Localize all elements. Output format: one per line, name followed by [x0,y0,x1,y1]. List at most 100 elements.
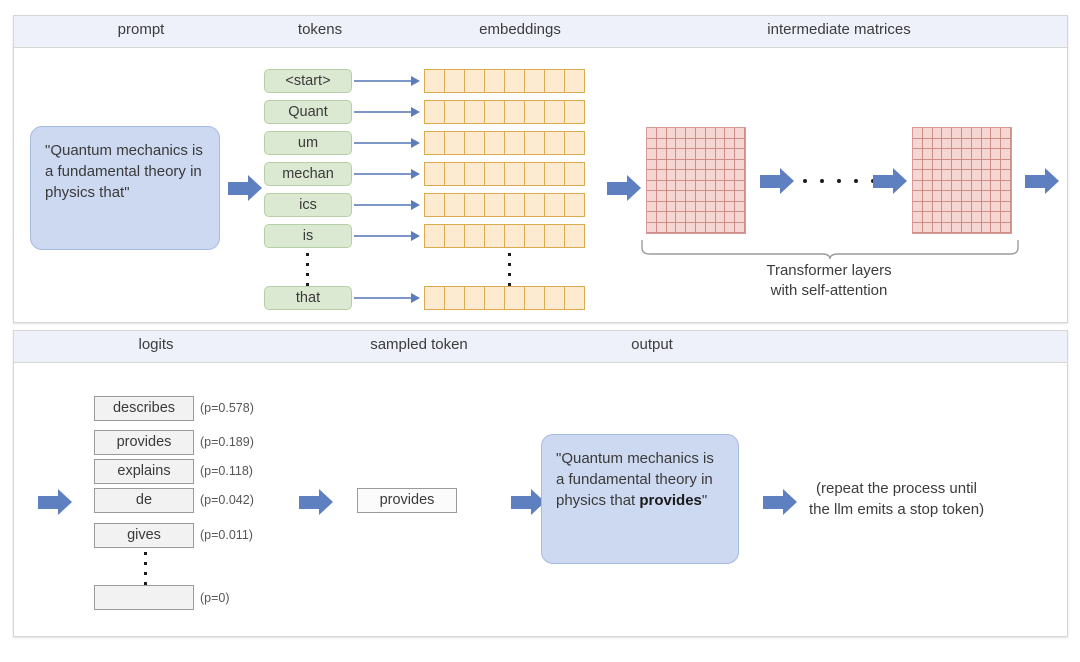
embedding-cell [424,224,445,248]
matrix-cell [735,159,745,170]
embedding-cell [564,286,585,310]
matrix-cell [686,180,696,191]
matrix-cell [666,170,677,181]
embedding-cell [504,162,525,186]
matrix-cell [735,180,745,191]
matrix-cell [686,222,696,233]
matrix-cell [922,191,933,202]
arrow-token-3-to-embedding [354,169,420,179]
matrix-cell [676,128,687,139]
token-pill-0: <start> [264,69,352,93]
matrix-cell [696,128,706,139]
matrix-cell [981,149,992,160]
embedding-cell [484,131,505,155]
matrix-cell [922,170,933,181]
token-pill-4: ics [264,193,352,217]
matrix-cell [647,128,657,139]
matrix-cell [656,128,667,139]
matrix-cell [913,149,923,160]
matrix-cell [971,222,982,233]
logits-ellipsis-dots [144,552,147,585]
matrix-cell [725,170,736,181]
embedding-cell [524,100,545,124]
matrix-cell [666,222,677,233]
matrix-cell [1001,128,1011,139]
matrix-cell [666,128,677,139]
embedding-cell [544,100,565,124]
embedding-cell [524,162,545,186]
arrow-matrix-0-to-ellipsis [760,168,794,194]
matrix-cell [991,170,1002,181]
matrix-cell [656,170,667,181]
logit-prob-4: (p=0.011) [200,528,253,542]
embedding-cell [484,100,505,124]
embedding-column-ellipsis-dots [508,253,511,286]
matrix-cell [666,159,677,170]
matrix-cell [676,170,687,181]
matrix-cell [991,128,1002,139]
matrix-cell [991,149,1002,160]
matrix-cell [962,222,972,233]
embedding-cell [444,100,465,124]
matrix-cell [686,170,696,181]
matrix-cell [932,201,943,212]
matrix-cell [932,180,943,191]
matrix-cell [656,138,667,149]
sampled-token-box: provides [357,488,457,513]
matrix-cell [686,201,696,212]
arrow-token-6-to-embedding [354,293,420,303]
embedding-cell [484,224,505,248]
embedding-cell [444,193,465,217]
embedding-cell [424,286,445,310]
token-pill-3: mechan [264,162,352,186]
matrix-cell [705,180,716,191]
matrix-cell [971,191,982,202]
matrix-cell [932,170,943,181]
matrix-cell [952,128,962,139]
matrix-cell [725,128,736,139]
matrix-cell [705,222,716,233]
logit-prob-1: (p=0.189) [200,435,254,449]
matrix-cell [952,149,962,160]
matrix-cell [932,149,943,160]
matrix-cell [952,201,962,212]
embedding-cell [544,162,565,186]
arrow-token-2-to-embedding [354,138,420,148]
matrix-cell [715,191,726,202]
matrix-cell [913,128,923,139]
token-pill-6: that [264,286,352,310]
matrix-cell [1001,201,1011,212]
matrix-cell [971,128,982,139]
matrix-cell [676,138,687,149]
embedding-cell [504,193,525,217]
matrix-cell [952,170,962,181]
matrix-cell [913,222,923,233]
embedding-cell [464,193,485,217]
intermediate-matrix-1 [912,127,1012,234]
matrix-cell [705,191,716,202]
matrix-cell [715,170,726,181]
embedding-cell [524,286,545,310]
embedding-cell [424,69,445,93]
column-header-output: output [631,336,673,353]
matrix-cell [696,201,706,212]
embedding-cell [504,100,525,124]
matrix-cell [962,138,972,149]
matrix-cell [962,180,972,191]
matrix-cell [981,201,992,212]
logit-box-5 [94,585,194,610]
logit-box-4: gives [94,523,194,548]
transformer-layers-brace [641,240,1019,260]
matrix-cell [686,212,696,223]
embedding-cell [464,100,485,124]
matrix-cell [981,191,992,202]
embedding-cell [444,224,465,248]
matrix-cell [656,149,667,160]
embedding-cell [484,193,505,217]
matrix-cell [725,149,736,160]
top-panel-header-band [14,16,1067,48]
matrix-cell [942,128,953,139]
matrix-cell [942,180,953,191]
column-header-sampled-token: sampled token [370,336,468,353]
matrix-cell [705,128,716,139]
